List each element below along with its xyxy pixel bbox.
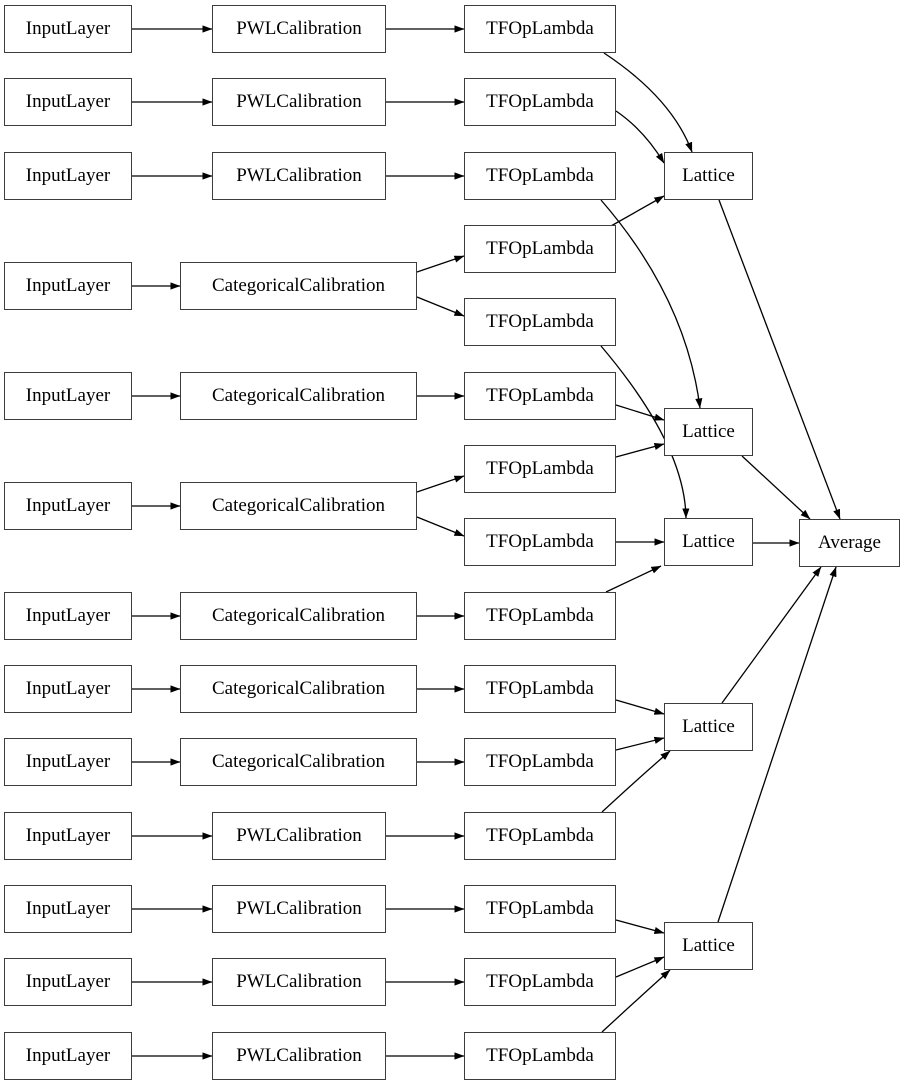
edge-t10-l4	[615, 699, 665, 715]
edge-l4-avg	[721, 566, 822, 704]
node-c1-pwlcalibration: PWLCalibration	[212, 5, 386, 53]
node-i13-inputlayer: InputLayer	[4, 1032, 132, 1080]
node-avg-average: Average	[799, 519, 900, 567]
edge-t3-l2	[600, 199, 703, 409]
node-t6-tfoplambda: TFOpLambda	[464, 372, 616, 420]
node-t14-tfoplambda: TFOpLambda	[464, 958, 616, 1006]
node-c5-categoricalcalibration: CategoricalCalibration	[180, 372, 417, 420]
node-c11-pwlcalibration: PWLCalibration	[212, 885, 386, 933]
node-i3-inputlayer: InputLayer	[4, 152, 132, 200]
node-t4-tfoplambda: TFOpLambda	[464, 225, 616, 273]
node-c7-categoricalcalibration: CategoricalCalibration	[180, 592, 417, 640]
node-t5-tfoplambda: TFOpLambda	[464, 298, 616, 346]
node-t12-tfoplambda: TFOpLambda	[464, 812, 616, 860]
edge-t12-l4	[601, 750, 671, 813]
node-i2-inputlayer: InputLayer	[4, 78, 132, 126]
node-t7-tfoplambda: TFOpLambda	[464, 445, 616, 493]
node-i5-inputlayer: InputLayer	[4, 372, 132, 420]
node-t13-tfoplambda: TFOpLambda	[464, 885, 616, 933]
edge-l5-avg	[717, 566, 837, 923]
node-i1-inputlayer: InputLayer	[4, 5, 132, 53]
edge-t1-l1	[603, 52, 693, 153]
node-c3-pwlcalibration: PWLCalibration	[212, 152, 386, 200]
node-l5-lattice: Lattice	[664, 922, 753, 970]
node-c2-pwlcalibration: PWLCalibration	[212, 78, 386, 126]
node-t10-tfoplambda: TFOpLambda	[464, 665, 616, 713]
node-c13-pwlcalibration: PWLCalibration	[212, 1032, 386, 1080]
node-t9-tfoplambda: TFOpLambda	[464, 592, 616, 640]
node-t15-tfoplambda: TFOpLambda	[464, 1032, 616, 1080]
node-i12-inputlayer: InputLayer	[4, 958, 132, 1006]
node-t3-tfoplambda: TFOpLambda	[464, 152, 616, 200]
node-i11-inputlayer: InputLayer	[4, 885, 132, 933]
edge-c6-t8	[416, 516, 465, 537]
node-t11-tfoplambda: TFOpLambda	[464, 738, 616, 786]
edge-t15-l5	[601, 969, 671, 1033]
edge-t14-l5	[615, 956, 665, 978]
edge-t13-l5	[615, 919, 665, 934]
edge-t2-l1	[615, 110, 665, 164]
node-c6-categoricalcalibration: CategoricalCalibration	[180, 482, 417, 530]
edge-c4-t5	[416, 296, 465, 317]
node-i9-inputlayer: InputLayer	[4, 738, 132, 786]
node-t1-tfoplambda: TFOpLambda	[464, 5, 616, 53]
edge-group	[132, 25, 841, 1060]
node-c12-pwlcalibration: PWLCalibration	[212, 958, 386, 1006]
node-c10-pwlcalibration: PWLCalibration	[212, 812, 386, 860]
node-l3-lattice: Lattice	[664, 518, 753, 566]
node-i10-inputlayer: InputLayer	[4, 812, 132, 860]
node-l4-lattice: Lattice	[664, 703, 753, 751]
node-i6-inputlayer: InputLayer	[4, 482, 132, 530]
edge-t9-l3	[605, 565, 662, 593]
edge-l1-avg	[718, 199, 841, 520]
node-l1-lattice: Lattice	[664, 152, 753, 200]
node-i8-inputlayer: InputLayer	[4, 665, 132, 713]
node-t8-tfoplambda: TFOpLambda	[464, 518, 616, 566]
node-i4-inputlayer: InputLayer	[4, 262, 132, 310]
node-c8-categoricalcalibration: CategoricalCalibration	[180, 665, 417, 713]
node-i7-inputlayer: InputLayer	[4, 592, 132, 640]
edge-t4-l1	[610, 195, 665, 227]
node-l2-lattice: Lattice	[664, 408, 753, 456]
node-t2-tfoplambda: TFOpLambda	[464, 78, 616, 126]
edge-c4-t4	[416, 255, 465, 273]
edge-t7-l2	[615, 443, 665, 458]
node-c9-categoricalcalibration: CategoricalCalibration	[180, 738, 417, 786]
edge-c6-t7	[416, 475, 465, 493]
edge-t6-l2	[615, 404, 665, 421]
edge-t11-l4	[615, 736, 665, 751]
edge-l2-avg	[741, 455, 811, 520]
node-c4-categoricalcalibration: CategoricalCalibration	[180, 262, 417, 310]
